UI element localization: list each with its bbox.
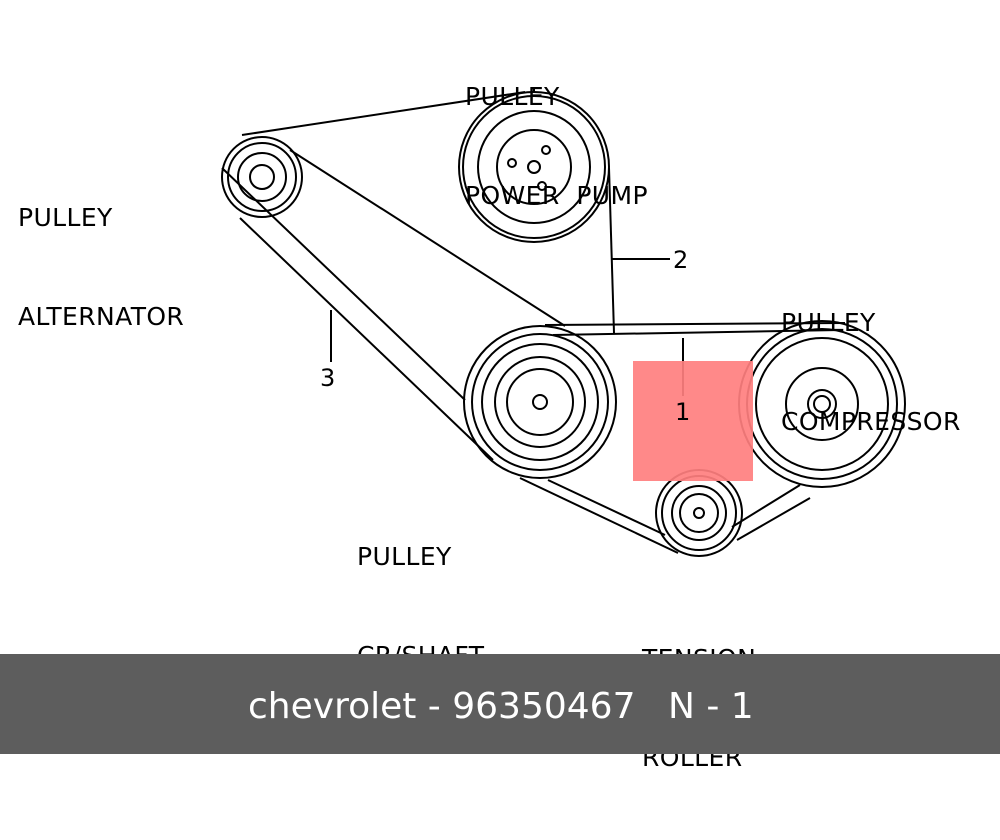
callout-1: 1: [675, 398, 691, 426]
belt-3-outer: [221, 167, 466, 401]
tension-roller-pulley: [655, 469, 743, 557]
label-compressor-line-1: PULLEY: [781, 308, 876, 337]
footer-part-title: chevrolet - 96350467: [248, 686, 636, 727]
belt-2-top: [241, 91, 526, 136]
label-power-pump-line-1: PULLEY: [465, 82, 560, 111]
belt-1-top-b: [552, 329, 841, 336]
label-alternator-line-2: ALTERNATOR: [18, 302, 185, 331]
crankshaft-pulley: [463, 325, 617, 479]
label-compressor-line-2: COMPRESSOR: [781, 407, 961, 436]
label-power-pump: PULLEY POWER PUMP: [465, 14, 648, 278]
belt-drawing: [221, 88, 906, 557]
callout-2: 2: [673, 246, 689, 274]
footer-part-code: N - 1: [668, 686, 754, 727]
callout-3: 3: [320, 364, 336, 392]
label-compressor: PULLEY COMPRESSOR: [781, 240, 961, 504]
belt-1-inner-left: [547, 479, 666, 536]
power-pump-pulley: [458, 91, 610, 243]
footer-bar: chevrolet - 96350467 N - 1: [0, 654, 1000, 754]
label-alternator: PULLEY ALTERNATOR: [18, 135, 184, 399]
belt-2-right: [608, 167, 615, 334]
belt-2-diagonal: [289, 149, 566, 327]
belt-1-bottom-left: [519, 477, 679, 554]
alternator-pulley: [221, 136, 303, 218]
belt-1-top-a: [544, 322, 846, 326]
belt-1-inner-right: [731, 484, 801, 528]
belt-1-bottom-right: [736, 497, 811, 541]
belt-3-inner: [239, 217, 494, 461]
belt-diagram: 1 2 3 PULLEY POWER PUMP PULLEY ALTERNATO…: [18, 14, 961, 772]
label-alternator-line-1: PULLEY: [18, 203, 113, 232]
part-1-highlight: [633, 361, 753, 481]
label-power-pump-line-2: POWER PUMP: [465, 181, 648, 210]
label-crankshaft-line-1: PULLEY: [357, 542, 452, 571]
